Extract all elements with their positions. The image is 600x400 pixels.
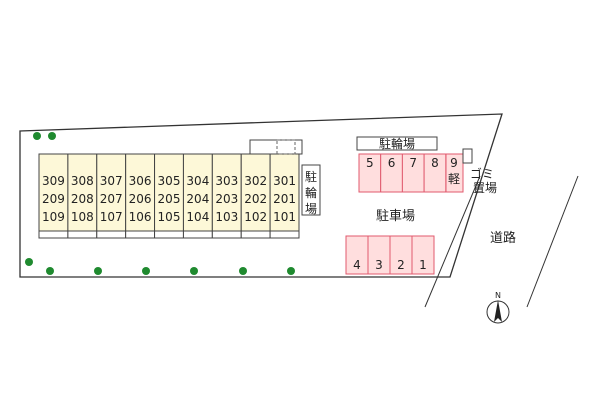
tree-icon bbox=[33, 132, 41, 140]
bicycle-parking-top bbox=[356, 136, 438, 151]
unit-number: 305 bbox=[158, 174, 181, 188]
road-edge-line bbox=[526, 175, 579, 308]
parking-slot-number: 3 bbox=[375, 258, 383, 272]
parking-slot-number: 2 bbox=[397, 258, 405, 272]
balcony-cell bbox=[67, 230, 98, 239]
unit-number: 104 bbox=[186, 210, 209, 224]
parking-slot-number: 1 bbox=[419, 258, 427, 272]
tree-icon bbox=[94, 267, 102, 275]
unit-column bbox=[154, 153, 184, 232]
unit-number: 205 bbox=[158, 192, 181, 206]
unit-number: 109 bbox=[42, 210, 65, 224]
balcony-cell bbox=[240, 230, 271, 239]
garbage-bin bbox=[462, 148, 473, 164]
unit-column bbox=[211, 153, 242, 232]
bicycle-parking-side bbox=[301, 164, 321, 216]
parking-slot-number: 6 bbox=[388, 156, 396, 170]
unit-number: 207 bbox=[100, 192, 123, 206]
parking-slot-number: 8 bbox=[431, 156, 439, 170]
unit-number: 108 bbox=[71, 210, 94, 224]
unit-column bbox=[240, 153, 271, 232]
unit-number: 301 bbox=[273, 174, 296, 188]
unit-number: 103 bbox=[215, 210, 238, 224]
tree-icon bbox=[190, 267, 198, 275]
unit-number: 206 bbox=[129, 192, 152, 206]
balcony-cell bbox=[154, 230, 184, 239]
balcony-cell bbox=[38, 230, 69, 239]
garbage-label: ゴミ bbox=[470, 166, 494, 181]
garbage-label: 置場 bbox=[473, 181, 497, 195]
tree-icon bbox=[46, 267, 54, 275]
unit-number: 303 bbox=[215, 174, 238, 188]
parking-slot-light bbox=[445, 153, 464, 193]
parking-slot-number: 5 bbox=[366, 156, 374, 170]
compass-needle bbox=[494, 300, 502, 322]
balcony-cell bbox=[96, 230, 127, 239]
unit-number: 102 bbox=[244, 210, 267, 224]
unit-column bbox=[182, 153, 213, 232]
unit-number: 106 bbox=[129, 210, 152, 224]
parking-slot-number: 4 bbox=[353, 258, 361, 272]
balcony-cell bbox=[269, 230, 300, 239]
road-edge-line bbox=[424, 175, 481, 308]
unit-number: 107 bbox=[100, 210, 123, 224]
parking-slot-light-kanji: 軽 bbox=[448, 172, 460, 186]
balcony-cell bbox=[182, 230, 213, 239]
unit-number: 201 bbox=[273, 192, 296, 206]
tree-icon bbox=[287, 267, 295, 275]
balcony-cell bbox=[211, 230, 242, 239]
unit-number: 308 bbox=[71, 174, 94, 188]
compass-north-label: N bbox=[495, 291, 501, 300]
bicycle-parking-side-char: 駐 bbox=[305, 169, 317, 184]
unit-number: 204 bbox=[186, 192, 209, 206]
tree-icon bbox=[142, 267, 150, 275]
unit-number: 208 bbox=[71, 192, 94, 206]
parking-slot bbox=[411, 235, 435, 275]
bicycle-parking-top-label: 駐輪場 bbox=[379, 136, 415, 151]
annex-dashed bbox=[276, 139, 296, 155]
tree-icon bbox=[48, 132, 56, 140]
balcony-cell bbox=[125, 230, 156, 239]
unit-number: 309 bbox=[42, 174, 65, 188]
road-label: 道路 bbox=[490, 230, 516, 246]
parking-slot-number: 7 bbox=[409, 156, 417, 170]
annex-outline bbox=[249, 139, 303, 155]
unit-number: 306 bbox=[129, 174, 152, 188]
trees bbox=[25, 132, 295, 275]
unit-number: 105 bbox=[158, 210, 181, 224]
parking-slot-light-number: 9 bbox=[450, 156, 458, 170]
unit-number: 101 bbox=[273, 210, 296, 224]
apartment-building: 309 209 109 308 208 108 307 207 107 306 206 106 305 2… bbox=[38, 153, 300, 239]
unit-number: 302 bbox=[244, 174, 267, 188]
compass-icon: N bbox=[486, 291, 510, 324]
unit-number: 209 bbox=[42, 192, 65, 206]
parking-lot-label: 駐車場 bbox=[376, 209, 415, 224]
unit-number: 304 bbox=[186, 174, 209, 188]
bicycle-parking-side-char: 輪 bbox=[305, 185, 317, 200]
unit-number: 203 bbox=[215, 192, 238, 206]
unit-number: 307 bbox=[100, 174, 123, 188]
tree-icon bbox=[239, 267, 247, 275]
unit-number: 202 bbox=[244, 192, 267, 206]
tree-icon bbox=[25, 258, 33, 266]
bicycle-parking-side-char: 場 bbox=[305, 202, 317, 216]
